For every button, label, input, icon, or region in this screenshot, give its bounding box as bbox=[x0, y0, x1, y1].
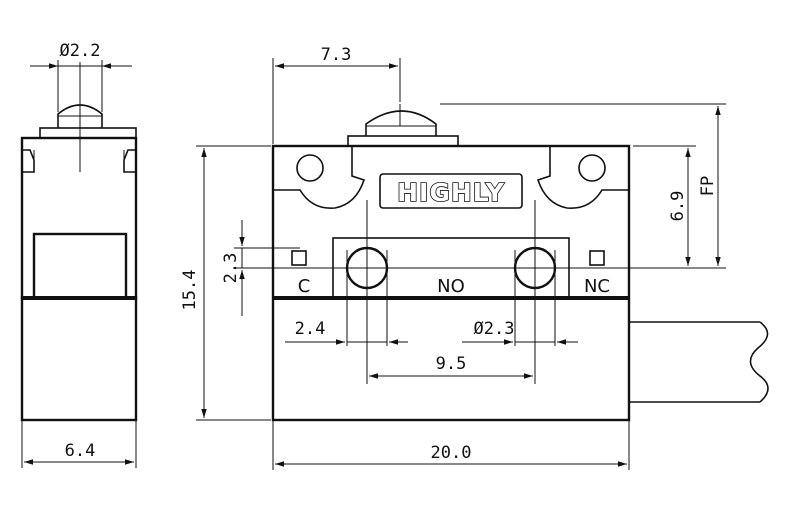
side-width-label: 6.4 bbox=[65, 441, 96, 461]
right-mount-hole bbox=[578, 154, 606, 182]
right-pocket-outline bbox=[536, 146, 629, 209]
side-hook-right bbox=[123, 149, 136, 173]
side-window bbox=[32, 232, 128, 300]
side-body-upper bbox=[20, 136, 138, 300]
dim-hole-diameter: Ø2.3 bbox=[474, 319, 515, 339]
left-mount-hole bbox=[296, 154, 324, 182]
side-top-plate bbox=[39, 127, 137, 139]
front-view: HIGHLY C NO NC 7.3 15.4 bbox=[180, 45, 769, 470]
terminal-marker-nc bbox=[589, 250, 605, 266]
terminal-label-c: C bbox=[298, 276, 311, 297]
dim-actuator-offset: 7.3 bbox=[321, 45, 352, 65]
dim-fp-label: FP bbox=[698, 176, 718, 196]
front-actuator bbox=[365, 110, 437, 136]
dim-height: 15.4 bbox=[180, 270, 200, 311]
terminal-label-nc: NC bbox=[584, 276, 610, 297]
dim-hole-offset-h: 2.4 bbox=[295, 319, 326, 339]
dim-hole-spacing: 9.5 bbox=[436, 354, 467, 374]
brand-logo: HIGHLY bbox=[397, 178, 505, 207]
dim-fp-height: 6.9 bbox=[668, 191, 688, 222]
side-diameter-label: Ø2.2 bbox=[60, 41, 101, 61]
side-hook-left bbox=[22, 149, 35, 173]
terminal-label-no: NO bbox=[437, 276, 465, 297]
cable-break bbox=[749, 321, 769, 403]
left-pocket-outline bbox=[273, 146, 366, 209]
side-body-lower bbox=[20, 296, 138, 422]
front-top-plate bbox=[347, 135, 459, 147]
terminal-marker-c bbox=[291, 250, 307, 266]
brand-box bbox=[379, 173, 523, 209]
side-view: Ø2.2 6.4 bbox=[20, 41, 138, 468]
dim-length: 20.0 bbox=[431, 443, 472, 463]
dim-hole-offset-v: 2.3 bbox=[221, 253, 241, 284]
